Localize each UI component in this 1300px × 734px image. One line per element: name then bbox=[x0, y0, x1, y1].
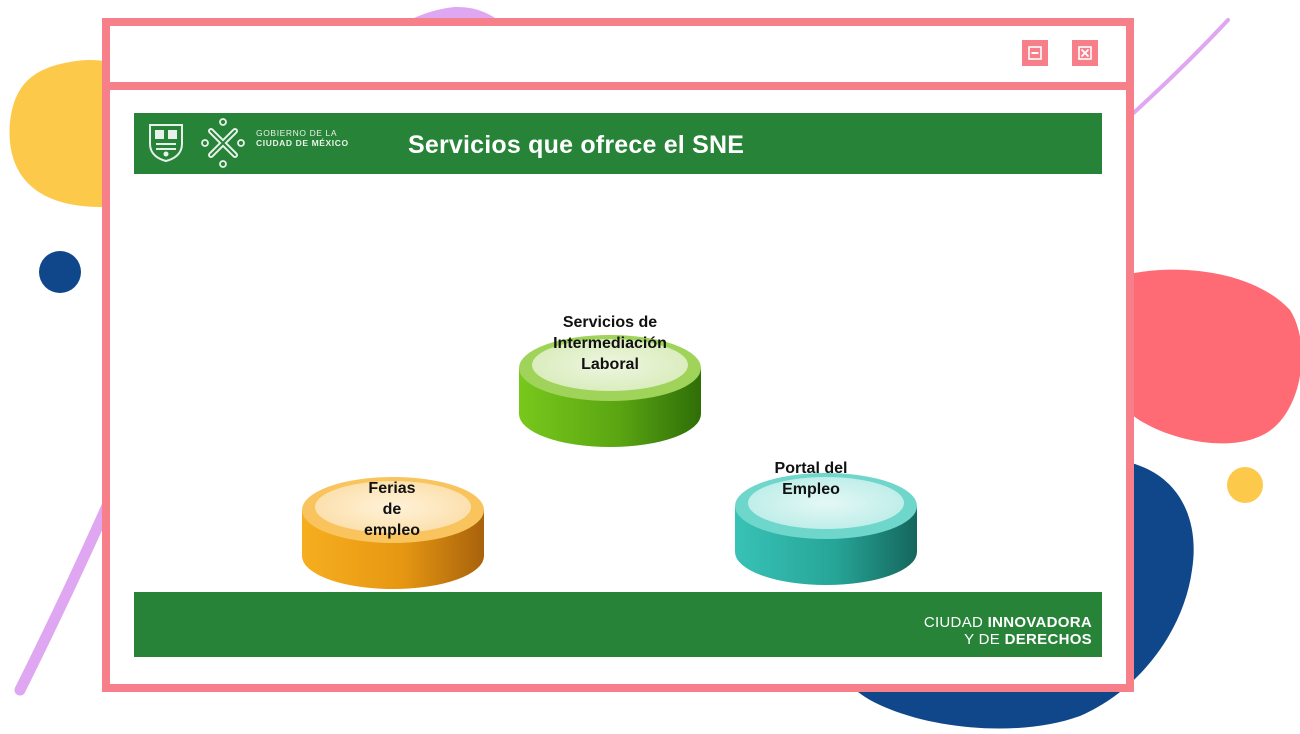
government-logo-text: GOBIERNO DE LA CIUDAD DE MÉXICO bbox=[256, 128, 349, 148]
presentation-window: GOBIERNO DE LA CIUDAD DE MÉXICO Servicio… bbox=[102, 18, 1134, 692]
slogan-line-2: Y DE DERECHOS bbox=[924, 631, 1092, 648]
slogan-line-1: CIUDAD INNOVADORA bbox=[924, 614, 1092, 631]
coral-blob bbox=[1102, 269, 1300, 444]
ferias-line-3: empleo bbox=[363, 522, 420, 539]
close-button[interactable] bbox=[1072, 40, 1098, 66]
lilac-stroke-right bbox=[1126, 18, 1230, 120]
intermediacion-line-3: Laboral bbox=[581, 356, 639, 373]
footer-slogan: CIUDAD INNOVADORA Y DE DERECHOS bbox=[924, 614, 1092, 648]
portal-line-1: Portal del bbox=[774, 460, 848, 477]
slide-header: GOBIERNO DE LA CIUDAD DE MÉXICO Servicio… bbox=[134, 113, 1102, 174]
slogan-line-1-light: CIUDAD bbox=[923, 614, 988, 631]
intermediacion-line-2: Intermediación bbox=[553, 335, 667, 352]
logo-line-2: CIUDAD DE MÉXICO bbox=[256, 138, 349, 148]
portal-cylinder bbox=[735, 473, 917, 585]
logo-line-1: GOBIERNO DE LA bbox=[256, 128, 338, 138]
slide-footer: CIUDAD INNOVADORA Y DE DERECHOS bbox=[134, 592, 1102, 657]
ferias-cylinder bbox=[302, 477, 484, 589]
slogan-line-1-bold: INNOVADORA bbox=[987, 614, 1092, 631]
close-icon bbox=[1078, 46, 1092, 60]
intermediacion-line-1: Servicios de bbox=[562, 314, 658, 331]
coat-of-arms-icon bbox=[149, 124, 183, 162]
portal-label: Portal del Empleo bbox=[751, 458, 871, 500]
cdmx-logo-icon bbox=[201, 118, 245, 168]
navy-dot bbox=[39, 251, 81, 293]
slogan-line-2-light: Y DE bbox=[964, 631, 1005, 648]
intermediacion-label: Servicios de Intermediación Laboral bbox=[510, 312, 710, 375]
yellow-dot bbox=[1227, 467, 1263, 503]
intermediacion-cylinder bbox=[519, 335, 701, 447]
slide: GOBIERNO DE LA CIUDAD DE MÉXICO Servicio… bbox=[134, 113, 1102, 658]
slide-title: Servicios que ofrece el SNE bbox=[408, 131, 745, 159]
portal-line-2: Empleo bbox=[782, 481, 840, 498]
ferias-line-2: de bbox=[382, 501, 402, 518]
slogan-line-2-bold: DERECHOS bbox=[1004, 631, 1092, 648]
minimize-icon bbox=[1028, 46, 1042, 60]
window-titlebar bbox=[110, 26, 1126, 90]
ferias-label: Ferias de empleo bbox=[342, 478, 442, 541]
ferias-line-1: Ferias bbox=[368, 480, 416, 497]
minimize-button[interactable] bbox=[1022, 40, 1048, 66]
